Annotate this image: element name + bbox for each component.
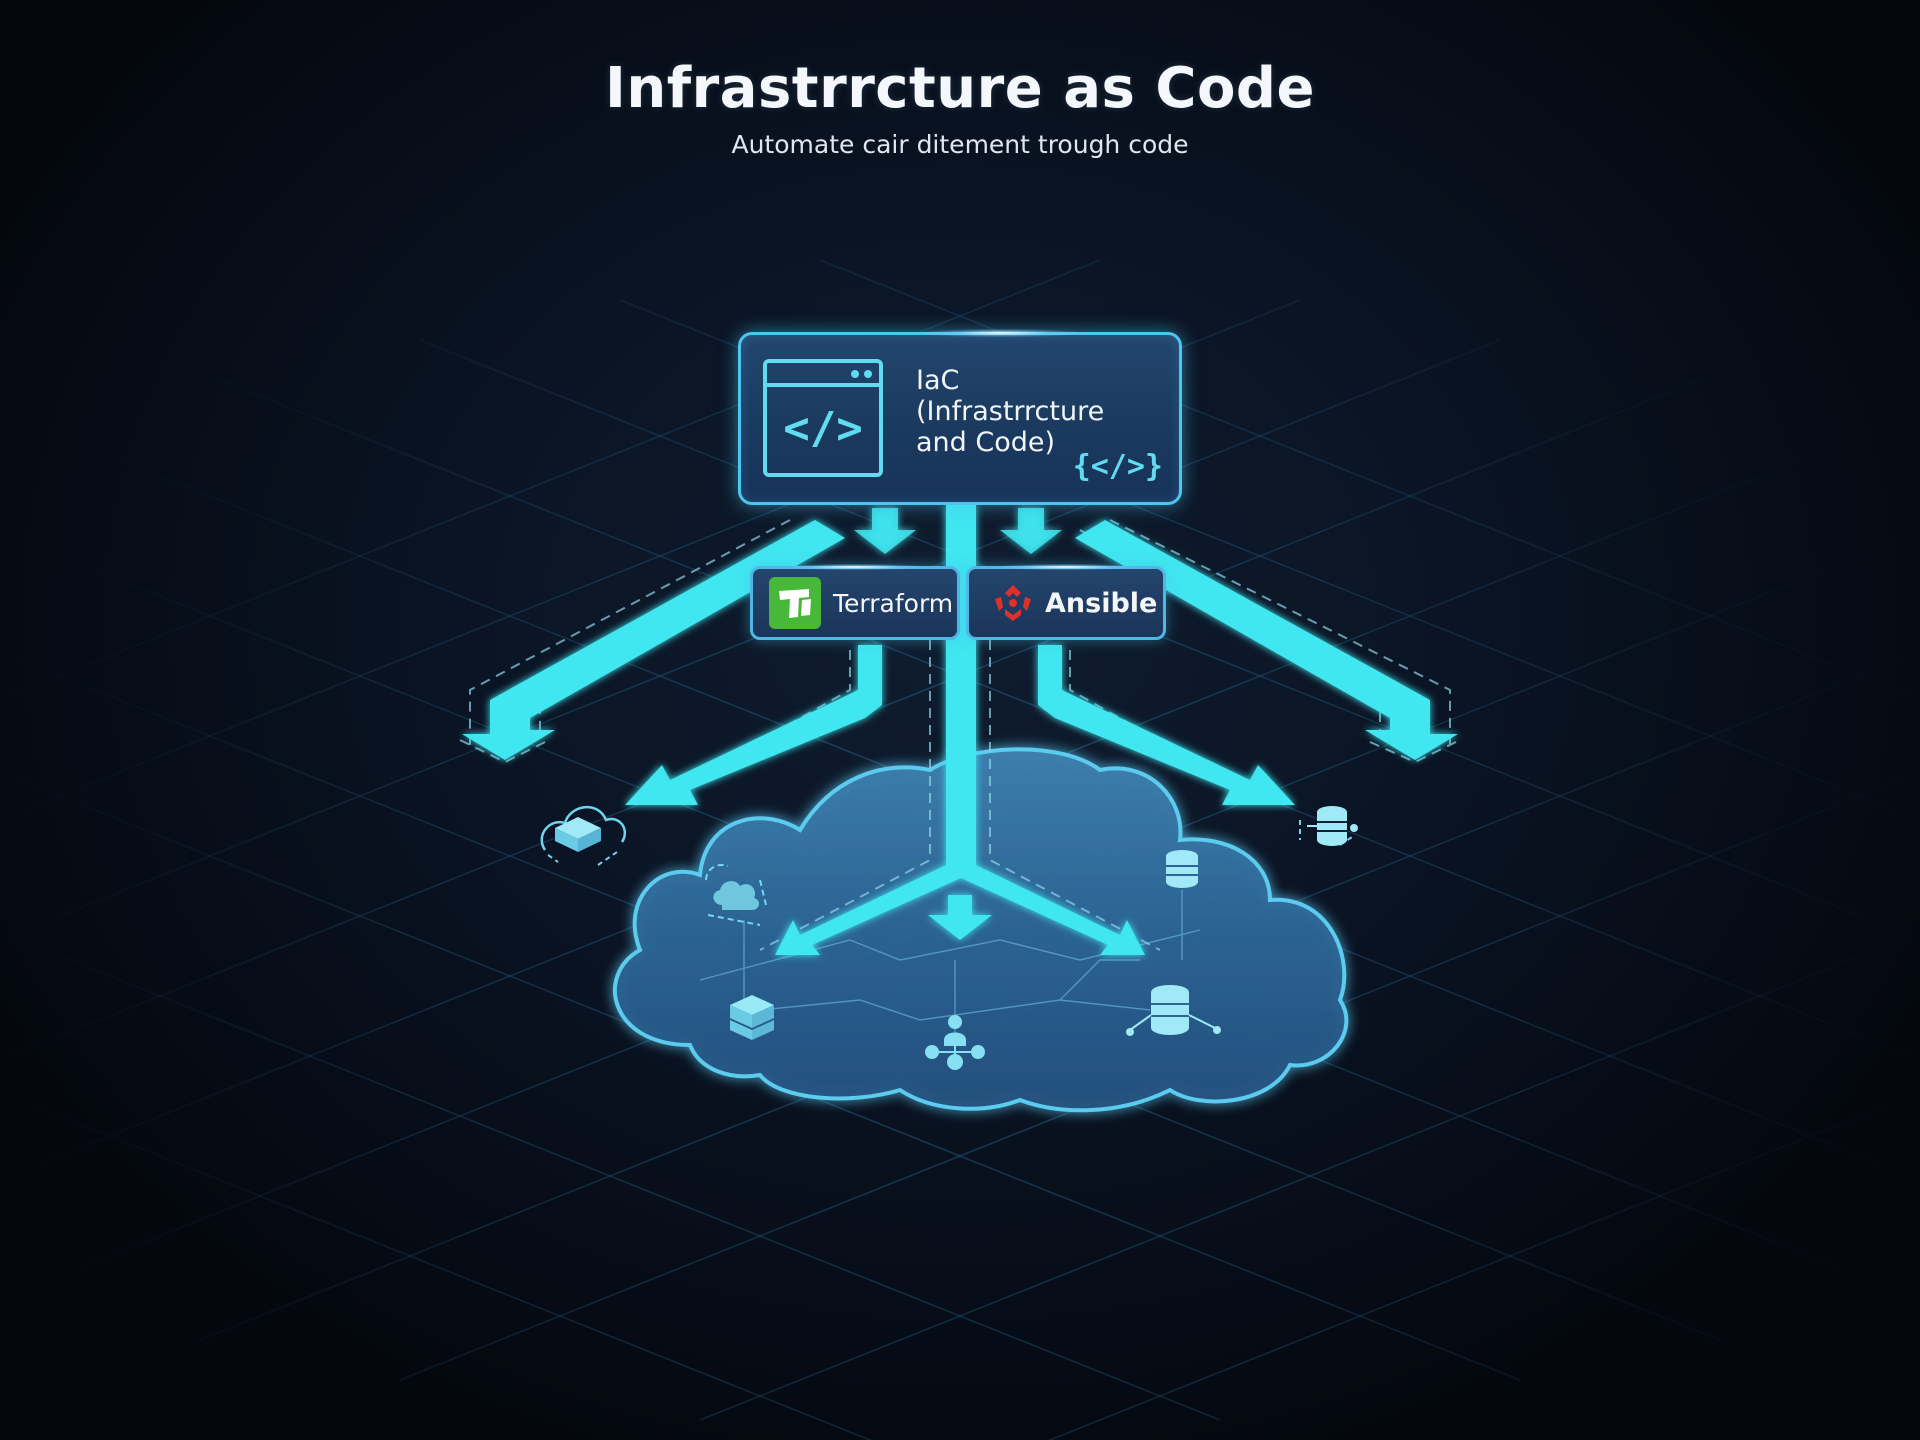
page-subtitle: Automate cair ditement trough code — [731, 130, 1189, 159]
arrow-left-inner — [625, 645, 882, 805]
arrow-right-outer — [1075, 520, 1458, 760]
database-icon — [1299, 806, 1358, 846]
arrow-down-terraform — [854, 508, 916, 554]
arrow-down-cloud — [928, 895, 992, 940]
cloud-icon — [705, 864, 767, 926]
database-icon — [1126, 985, 1221, 1036]
database-icon — [1166, 850, 1198, 888]
arrow-down-ansible — [1000, 508, 1062, 554]
iac-label: IaC (Infrastrrcture and Code) — [916, 365, 1104, 458]
iac-label-line1: IaC — [916, 365, 960, 396]
terraform-label: Terraform — [833, 588, 954, 618]
iac-label-line3: and Code) — [916, 427, 1056, 458]
code-window-icon: </> — [763, 359, 883, 477]
ansible-label: Ansible — [1045, 587, 1158, 619]
server-stack-icon — [730, 995, 774, 1040]
iac-label-line2: (Infrastrrcture — [916, 396, 1105, 427]
terraform-logo-icon — [769, 577, 821, 629]
arrow-center-trunk — [775, 505, 1145, 955]
iac-card[interactable]: </> IaC (Infrastrrcture and Code) {</>} — [738, 329, 1182, 505]
page-title: Infrastrrcture as Code — [605, 56, 1315, 121]
ansible-card[interactable]: Ansible — [966, 564, 1166, 640]
code-braces-icon: {</>} — [1072, 449, 1163, 484]
terraform-card[interactable]: Terraform — [750, 564, 960, 640]
arrow-left-outer — [462, 520, 845, 760]
ansible-logo-icon — [991, 581, 1035, 625]
arrow-right-inner — [1038, 645, 1295, 805]
user-network-icon — [925, 1015, 985, 1070]
cloud-server-icon — [540, 805, 627, 866]
